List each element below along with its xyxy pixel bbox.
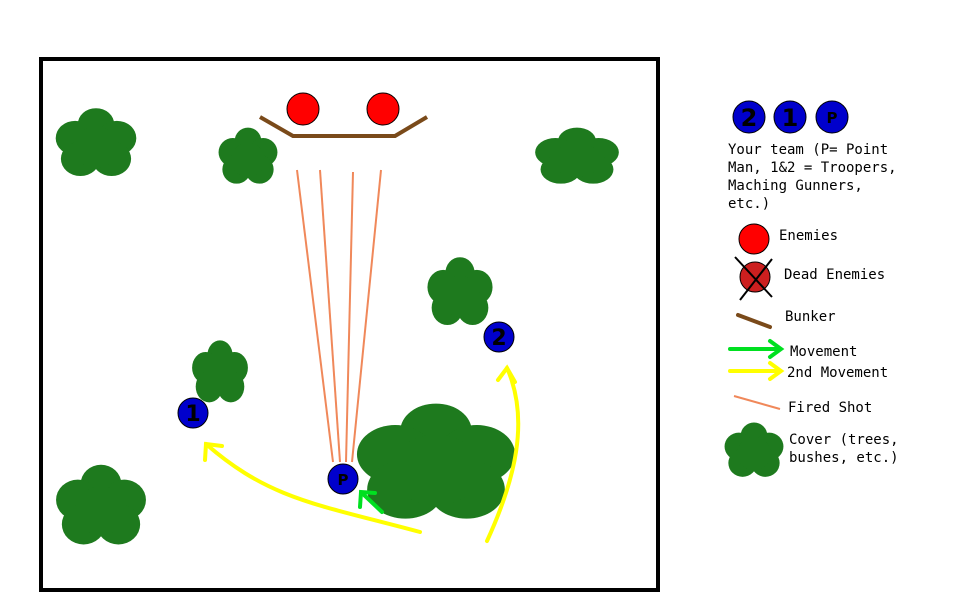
fired-shot-line <box>345 171 354 463</box>
legend-cover-line: bushes, etc.) <box>789 450 899 466</box>
arrow-icon <box>768 339 785 359</box>
fired-shot-line <box>296 169 334 463</box>
enemy-marker <box>366 92 400 126</box>
point-man-marker: P <box>327 463 359 495</box>
fired-shots <box>296 169 382 463</box>
legend-second-movement-label: 2nd Movement <box>787 365 888 381</box>
arrow-icon <box>496 364 517 384</box>
trooper-1-marker: 1 <box>177 397 209 429</box>
legend-fired-shot-label: Fired Shot <box>788 400 872 416</box>
trooper-2-marker: 2 <box>483 321 515 353</box>
movement-arrow <box>358 489 384 514</box>
trooper-2-label: 2 <box>491 326 506 351</box>
team-markers: P 1 2 <box>177 321 515 495</box>
legend-fired-shot-symbol <box>733 395 781 410</box>
enemy-marker <box>286 92 320 126</box>
legend-bunker-symbol <box>736 313 772 329</box>
second-movement-arrows <box>203 364 521 543</box>
legend-team-symbols: 2 1 P <box>732 100 849 134</box>
legend-team-symbol: 1 <box>782 104 799 132</box>
crossed-circle-icon <box>734 256 773 301</box>
legend-enemy-symbol <box>738 223 770 255</box>
arrow-icon <box>768 361 785 381</box>
bunker <box>259 115 429 138</box>
legend-team-line: Maching Gunners, <box>728 178 863 194</box>
arrow-icon <box>358 489 377 509</box>
legend-bunker-label: Bunker <box>785 309 836 325</box>
fired-shot-line <box>319 169 341 463</box>
bush-icon <box>724 422 784 477</box>
legend-team-symbol: P <box>827 109 838 127</box>
legend-movement-label: Movement <box>790 344 857 360</box>
movement-arrow-shaft <box>360 491 384 514</box>
second-movement-arrow-left <box>204 442 422 534</box>
legend: 2 1 P Your team (P= Point Man, 1&2 = Tro… <box>724 100 899 477</box>
arrow-icon <box>203 441 224 462</box>
legend-movement-symbol <box>728 339 785 359</box>
legend-team-line: Your team (P= Point <box>728 142 888 158</box>
legend-dead-enemies-label: Dead Enemies <box>784 267 885 283</box>
point-man-label: P <box>338 471 349 489</box>
legend-team-line: etc.) <box>728 196 770 212</box>
legend-team-line: Man, 1&2 = Troopers, <box>728 160 897 176</box>
legend-enemies-label: Enemies <box>779 228 838 244</box>
enemies <box>286 92 400 126</box>
legend-team-symbol: 2 <box>741 104 758 132</box>
trooper-1-label: 1 <box>185 402 200 427</box>
legend-cover-line: Cover (trees, <box>789 432 899 448</box>
second-movement-arrow-right <box>485 366 521 543</box>
fired-shot-line <box>351 169 382 463</box>
legend-second-movement-symbol <box>728 361 785 381</box>
